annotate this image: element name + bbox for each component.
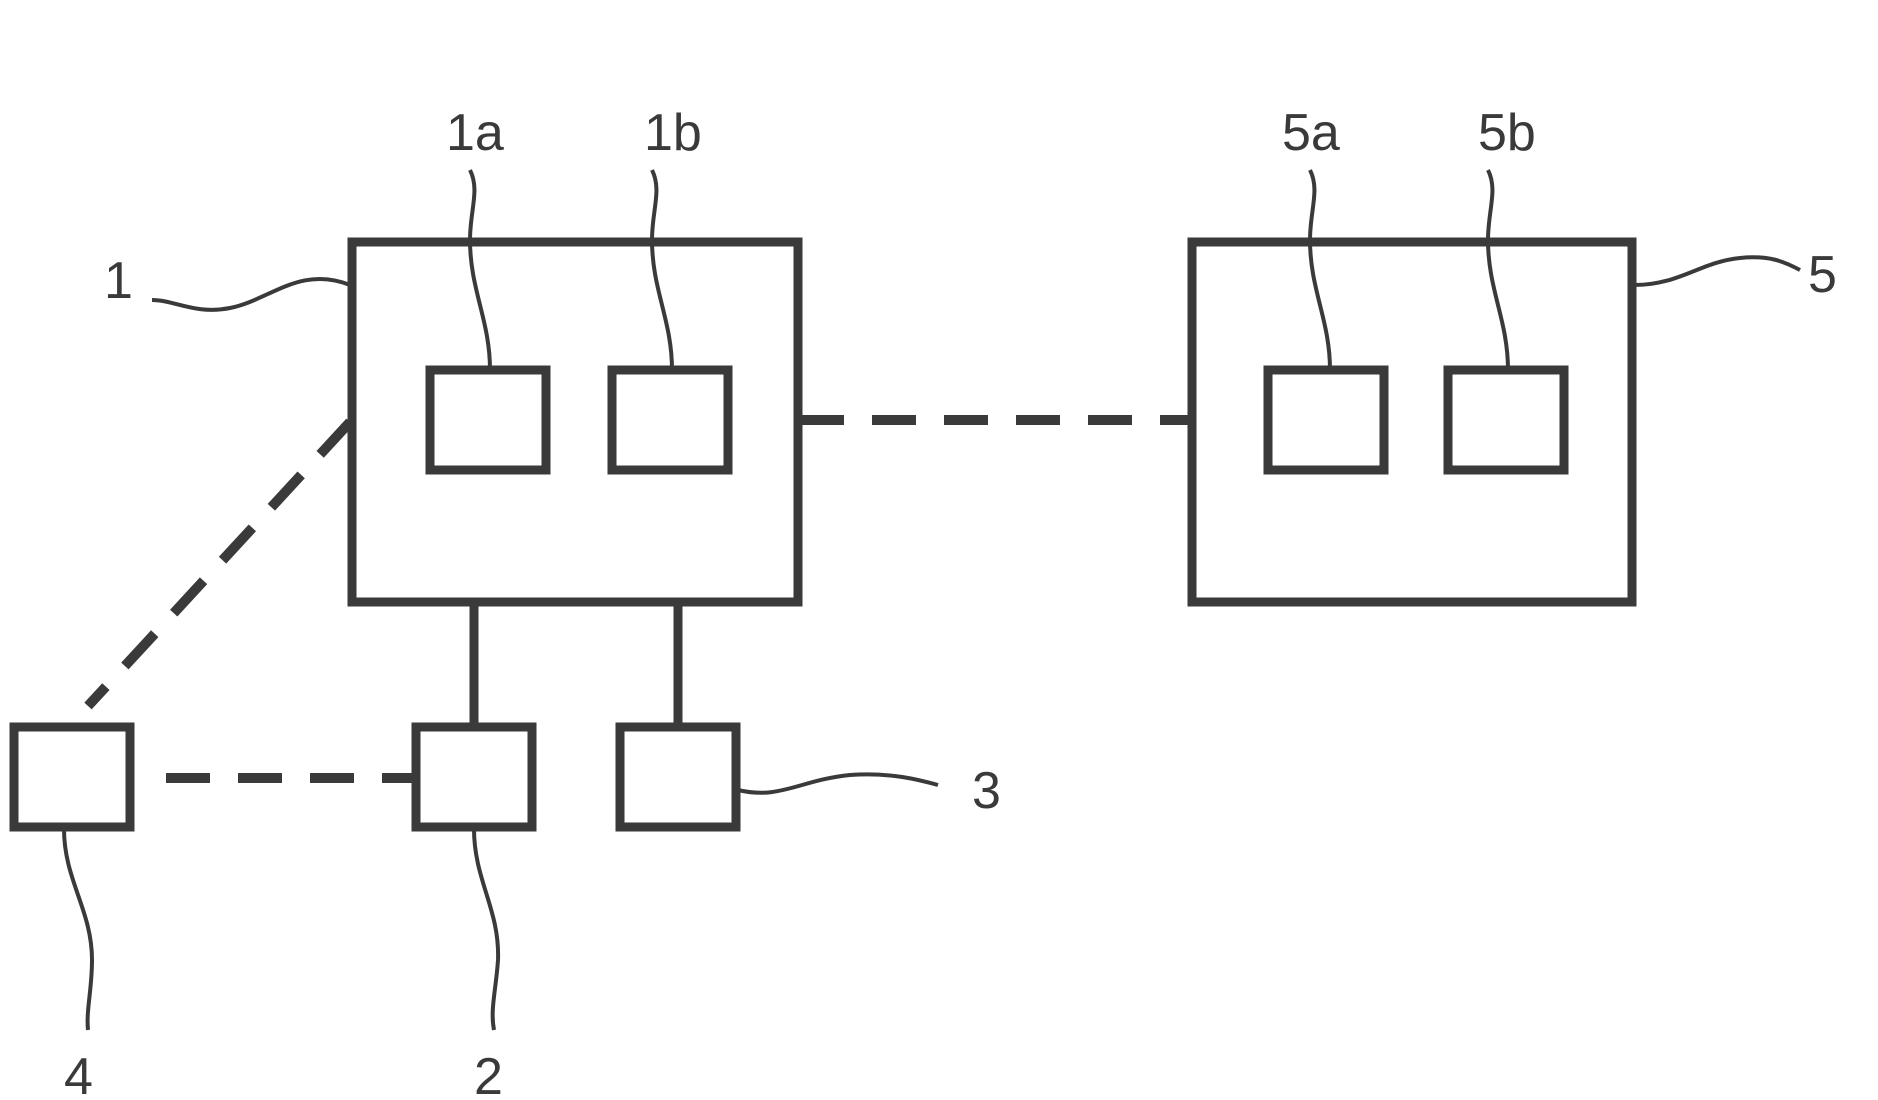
unit-5b-box	[1448, 370, 1564, 470]
unit-3-box	[620, 727, 736, 827]
leader-5b	[1488, 170, 1508, 370]
label-1: 1	[104, 252, 133, 310]
label-5b: 5b	[1478, 104, 1536, 162]
unit-1b-box	[612, 370, 728, 470]
leader-5a	[1310, 170, 1330, 370]
label-5: 5	[1808, 246, 1837, 304]
leader-1b	[652, 170, 672, 370]
label-1a: 1a	[446, 104, 504, 162]
unit-5a-box	[1268, 370, 1384, 470]
label-4: 4	[64, 1048, 93, 1100]
dashed-link-4-to-1	[88, 422, 350, 706]
leader-5	[1634, 257, 1800, 285]
leader-1	[152, 279, 350, 310]
leader-2	[474, 829, 498, 1030]
label-5a: 5a	[1282, 104, 1340, 162]
unit-1a-box	[430, 370, 546, 470]
unit-2-box	[416, 727, 532, 827]
label-2: 2	[474, 1048, 503, 1100]
label-3: 3	[972, 762, 1001, 820]
leader-4	[64, 829, 92, 1030]
leader-3	[738, 774, 938, 792]
leader-1a	[470, 170, 490, 370]
unit-4-box	[14, 727, 130, 827]
label-1b: 1b	[644, 104, 702, 162]
